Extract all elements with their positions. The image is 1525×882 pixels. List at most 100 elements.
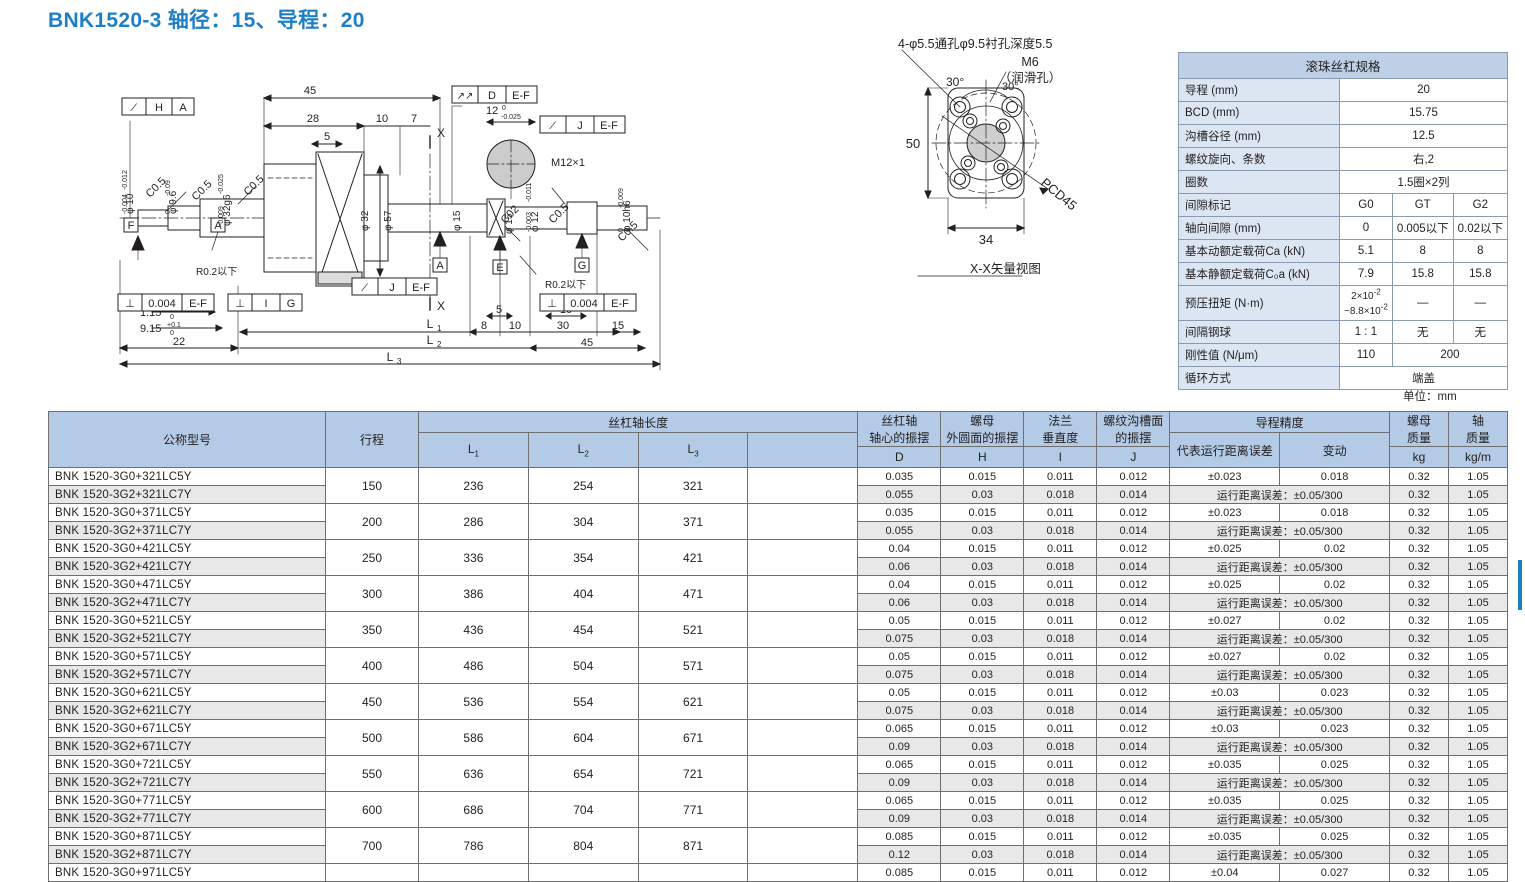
datum-F: F bbox=[128, 220, 135, 232]
section-lube-note: （润滑孔） bbox=[999, 71, 1062, 85]
thread-m12: M12×1 bbox=[551, 157, 585, 169]
cell-l1: 486 bbox=[418, 647, 529, 684]
gdt-symbol-runout-2: ↗↗ bbox=[457, 91, 474, 102]
cell-shaft-mass: 1.05 bbox=[1448, 521, 1508, 540]
svg-text:0: 0 bbox=[165, 210, 172, 214]
spec-row-static-load: 基本静额定载荷C₀a (kN) 7.9 15.8 15.8 bbox=[1178, 262, 1509, 286]
svg-text:-0.025: -0.025 bbox=[501, 114, 521, 121]
svg-text:-0.012: -0.012 bbox=[122, 170, 129, 190]
page-edge-marker bbox=[1518, 560, 1522, 610]
cell-thread-groove: 0.014 bbox=[1096, 521, 1171, 540]
cell-l2 bbox=[527, 863, 639, 882]
cell-model: BNK 1520-3G2+421LC7Y bbox=[48, 557, 326, 576]
cell-stroke bbox=[325, 863, 419, 882]
cell-flange-perp: 0.018 bbox=[1023, 701, 1098, 720]
svg-text:-0.025: -0.025 bbox=[218, 174, 225, 194]
cell-runout-shaft: 0.075 bbox=[857, 665, 942, 684]
col-model: 公称型号 bbox=[48, 411, 326, 468]
gdt-datum-EF-4: E-F bbox=[412, 282, 430, 294]
section-pcd: PCD45 bbox=[1038, 175, 1080, 213]
cell-nut-mass: 0.32 bbox=[1389, 647, 1449, 666]
drawing-svg: 45 28 10 7 5 12 0 -0.025 22 L 1 L 2 L 3 … bbox=[117, 36, 1080, 371]
main-table-head: 公称型号 行程 丝杠轴长度 丝杠轴轴心的振摆 螺母外圆面的振摆 法兰垂直度 螺纹… bbox=[48, 411, 1508, 468]
cell-runout-nut: 0.015 bbox=[940, 863, 1025, 882]
cell-flange-perp: 0.011 bbox=[1023, 827, 1098, 846]
cell-shaft-mass: 1.05 bbox=[1448, 773, 1508, 792]
col-l2: L2 bbox=[527, 432, 639, 468]
cell-travel-error: 运行距离误差：±0.05/300 bbox=[1169, 665, 1390, 684]
cell-runout-nut: 0.015 bbox=[940, 539, 1025, 558]
cell-travel-error: ±0.025 bbox=[1169, 539, 1281, 558]
cell-travel-error: 运行距离误差：±0.05/300 bbox=[1169, 701, 1390, 720]
label-L2: L bbox=[427, 333, 434, 347]
cell-l3: 421 bbox=[637, 539, 749, 576]
col-code-I: I bbox=[1023, 446, 1098, 468]
cell-runout-shaft: 0.065 bbox=[857, 791, 942, 810]
cell-nut-mass: 0.32 bbox=[1389, 737, 1449, 756]
svg-text:-0.09: -0.09 bbox=[165, 180, 172, 196]
cell-l1: 286 bbox=[418, 503, 529, 540]
cell-travel-error: 运行距离误差：±0.05/300 bbox=[1169, 809, 1390, 828]
svg-text:0: 0 bbox=[170, 314, 174, 321]
gdt-symbol-runout-3: ⁄ bbox=[549, 120, 557, 132]
cell-thread-groove: 0.014 bbox=[1096, 665, 1171, 684]
cell-flange-perp: 0.018 bbox=[1023, 737, 1098, 756]
cell-runout-nut: 0.015 bbox=[940, 647, 1025, 666]
cell-l1: 436 bbox=[418, 611, 529, 648]
section-caption: X-X矢量视图 bbox=[970, 261, 1041, 276]
cell-runout-nut: 0.03 bbox=[940, 485, 1025, 504]
gdt-val-0004-1: 0.004 bbox=[148, 298, 176, 310]
cell-l2: 704 bbox=[527, 791, 639, 828]
ballscrew-spec-table: 滚珠丝杠规格 导程 (mm) 20 BCD (mm) 15.75 沟槽谷径 (m… bbox=[1178, 52, 1509, 390]
cell-nut-mass: 0.32 bbox=[1389, 701, 1449, 720]
spec-row-clearance-mark: 间隙标记 G0 GT G2 bbox=[1178, 193, 1509, 217]
label-L3: L bbox=[387, 350, 394, 364]
cell-flange-perp: 0.011 bbox=[1023, 467, 1098, 486]
cell-model: BNK 1520-3G2+321LC7Y bbox=[48, 485, 326, 504]
cell-runout-nut: 0.03 bbox=[940, 557, 1025, 576]
cell-travel-error: ±0.035 bbox=[1169, 755, 1281, 774]
cell-thread-groove: 0.012 bbox=[1096, 647, 1171, 666]
cell-runout-shaft: 0.055 bbox=[857, 521, 942, 540]
cell-shaft-mass: 1.05 bbox=[1448, 485, 1508, 504]
cell-flange-perp: 0.018 bbox=[1023, 809, 1098, 828]
main-header-row-1: 公称型号 行程 丝杠轴长度 丝杠轴轴心的振摆 螺母外圆面的振摆 法兰垂直度 螺纹… bbox=[48, 411, 1508, 468]
cell-l2: 604 bbox=[527, 719, 639, 756]
cell-l3: 471 bbox=[637, 575, 749, 612]
spec-label-spacer-ball: 间隔钢球 bbox=[1178, 319, 1340, 344]
spec-dyn-g0: 5.1 bbox=[1339, 239, 1393, 263]
cell-l3: 721 bbox=[637, 755, 749, 792]
cell-runout-nut: 0.015 bbox=[940, 719, 1025, 738]
section-angle-2: 30° bbox=[1002, 81, 1019, 93]
cell-l4 bbox=[747, 683, 859, 720]
cell-runout-shaft: 0.05 bbox=[857, 647, 942, 666]
cell-l1: 686 bbox=[418, 791, 529, 828]
cell-l4 bbox=[747, 611, 859, 648]
cell-variation: 0.02 bbox=[1279, 647, 1390, 666]
cell-runout-shaft: 0.085 bbox=[857, 827, 942, 846]
cell-variation: 0.02 bbox=[1279, 539, 1390, 558]
cell-flange-perp: 0.011 bbox=[1023, 683, 1098, 702]
spec-value-turns: 1.5圈×2列 bbox=[1339, 170, 1508, 194]
cell-model: BNK 1520-3G0+471LC5Y bbox=[48, 575, 326, 594]
cell-nut-mass: 0.32 bbox=[1389, 467, 1449, 486]
cell-thread-groove: 0.012 bbox=[1096, 683, 1171, 702]
cell-model: BNK 1520-3G0+671LC5Y bbox=[48, 719, 326, 738]
spec-value-g0: G0 bbox=[1339, 193, 1393, 217]
cell-l2: 254 bbox=[527, 467, 639, 504]
spec-table-body: 滚珠丝杠规格 导程 (mm) 20 BCD (mm) 15.75 沟槽谷径 (m… bbox=[1178, 52, 1509, 390]
cell-model: BNK 1520-3G2+471LC7Y bbox=[48, 593, 326, 612]
cell-thread-groove: 0.014 bbox=[1096, 485, 1171, 504]
cell-variation: 0.023 bbox=[1279, 719, 1390, 738]
main-header-row-2: L1 L2 L3 代表运行距离误差 变动 bbox=[49, 432, 1508, 468]
cell-l3: 671 bbox=[637, 719, 749, 756]
cell-travel-error: 运行距离误差：±0.05/300 bbox=[1169, 521, 1390, 540]
spec-label-thread-dir: 螺纹旋向、条数 bbox=[1178, 147, 1340, 171]
cell-l3: 871 bbox=[637, 827, 749, 864]
